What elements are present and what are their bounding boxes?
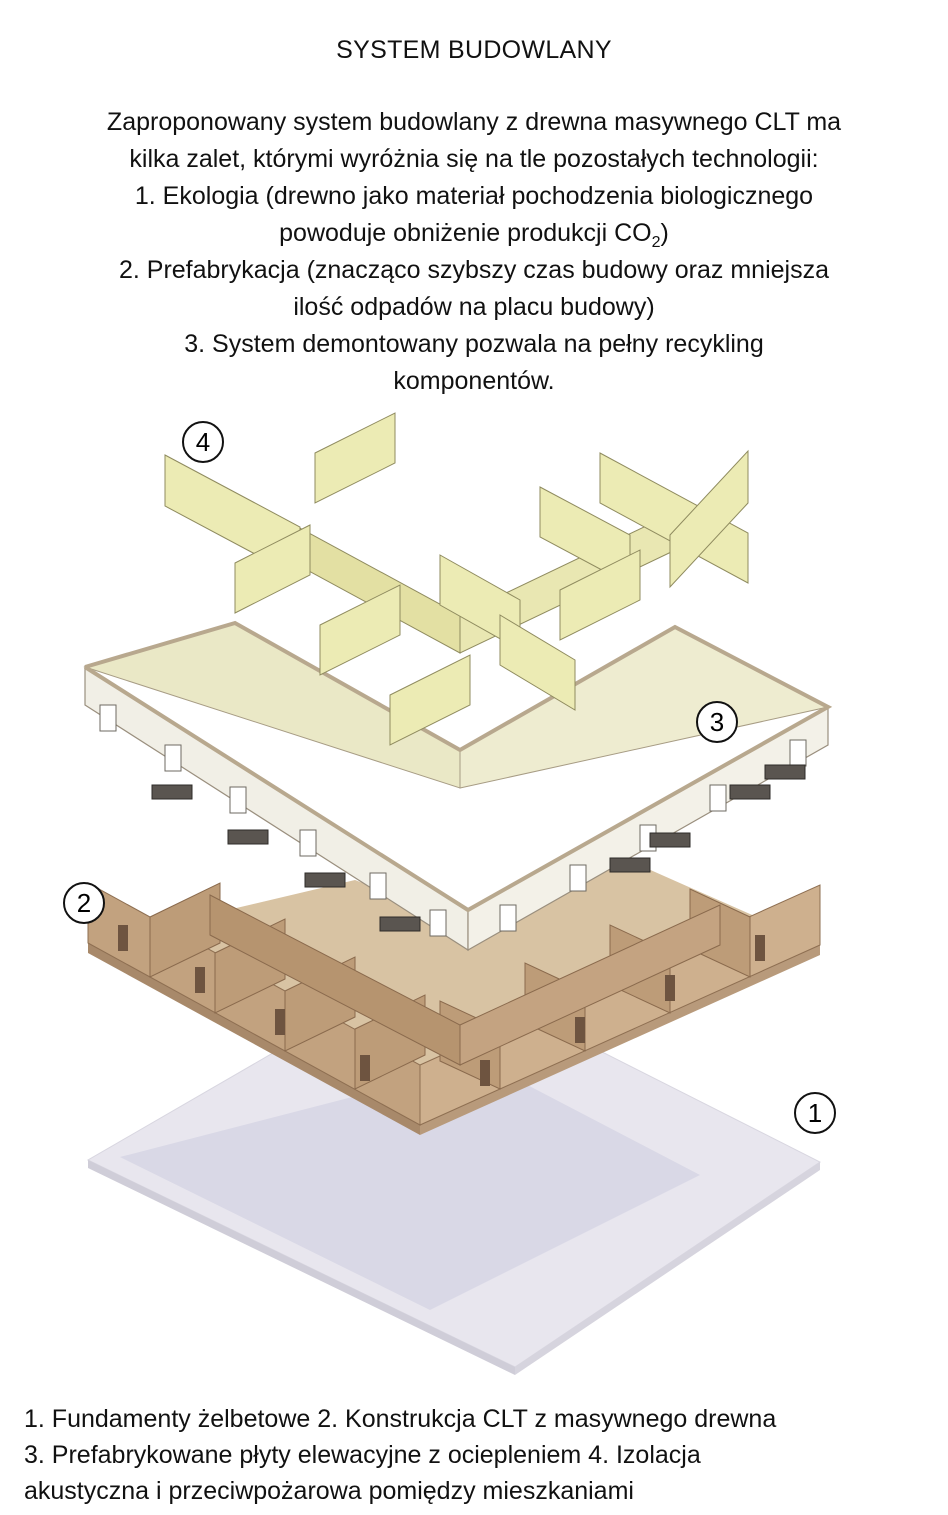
insulation-panel [389,654,471,746]
clt-opening [118,925,128,951]
foundation-shadow [120,1055,700,1310]
facade-window [499,904,517,932]
legend-caption: 1. Fundamenty żelbetowe 2. Konstrukcja C… [24,1401,934,1509]
insulation-panel [314,412,396,504]
insulation-panel [559,549,641,641]
clt-opening [755,935,765,961]
caption-line: 1. Fundamenty żelbetowe 2. Konstrukcja C… [24,1405,777,1433]
caption-line: 3. Prefabrykowane płyty elewacyjne z oci… [24,1441,701,1469]
intro-line: 1. Ekologia (drewno jako materiał pochod… [134,182,814,210]
facade-window [299,829,317,857]
facade-window [229,786,247,814]
facade-top-edge [83,620,833,913]
marker-4: 4 [182,421,224,463]
layer-insulation-panels [164,412,749,746]
facade-window [709,784,727,812]
facade-window [429,909,447,937]
intro-line-co2: powoduje obniżenie produkcji CO2) [20,215,928,252]
insulation-panel [499,614,576,711]
clt-floor-slab [88,853,820,1125]
clt-opening [480,1060,490,1086]
foundation-edge [88,1160,515,1375]
facade-balcony [764,764,806,780]
co2-text: powoduje obniżenie produkcji CO [279,219,652,247]
facade-balcony [649,832,691,848]
marker-2: 2 [63,882,105,924]
intro-line: 3. System demontowany pozwala na pełny r… [184,330,764,358]
facade-balcony [609,857,651,873]
facade-window [789,739,807,767]
facade-window [99,704,117,732]
insulation-panel [669,449,749,589]
clt-slab-edge [88,943,420,1135]
marker-3-label: 3 [710,707,724,737]
marker-3: 3 [696,701,738,743]
co2-close: ) [660,219,669,247]
page-title: SYSTEM BUDOWLANY [336,36,612,64]
clt-partition [149,882,221,978]
clt-slab-edge [420,945,820,1135]
insulation-panel [234,524,311,614]
clt-opening [275,1009,285,1035]
clt-opening [195,967,205,993]
layer-clt-structure [87,853,821,1135]
facade-window [164,744,182,772]
clt-opening [665,975,675,1001]
insulation-panel [319,584,401,676]
layer-facade-panels [83,620,833,952]
facade-balcony [729,784,771,800]
marker-1-label: 1 [808,1098,822,1128]
facade-balcony [304,872,346,888]
facade-balcony [227,829,269,845]
clt-opening [360,1055,370,1081]
marker-2-label: 2 [77,888,91,918]
intro-line: komponentów. [393,367,555,395]
intro-text: Zaproponowany system budowlany z drewna … [20,104,928,400]
exploded-axonometric-diagram: 1 2 3 4 [63,412,836,1375]
co2-subscript: 2 [651,234,661,251]
facade-balcony [379,916,421,932]
intro-line: 2. Prefabrykacja (znacząco szybszy czas … [118,256,829,284]
facade-window [369,872,387,900]
intro-line: ilość odpadów na placu budowy) [293,293,655,321]
clt-opening [575,1017,585,1043]
marker-1: 1 [794,1092,836,1134]
clt-corridor-wall [459,904,721,1066]
intro-line: kilka zalet, którymi wyróżnia się na tle… [129,145,819,173]
marker-4-label: 4 [196,427,210,457]
layer-foundation [86,964,821,1375]
facade-window [569,864,587,892]
intro-line: Zaproponowany system budowlany z drewna … [106,108,842,136]
foundation-edge [515,1162,820,1375]
caption-line: akustyczna i przeciwpożarowa pomiędzy mi… [24,1477,634,1505]
facade-balcony [151,784,193,800]
